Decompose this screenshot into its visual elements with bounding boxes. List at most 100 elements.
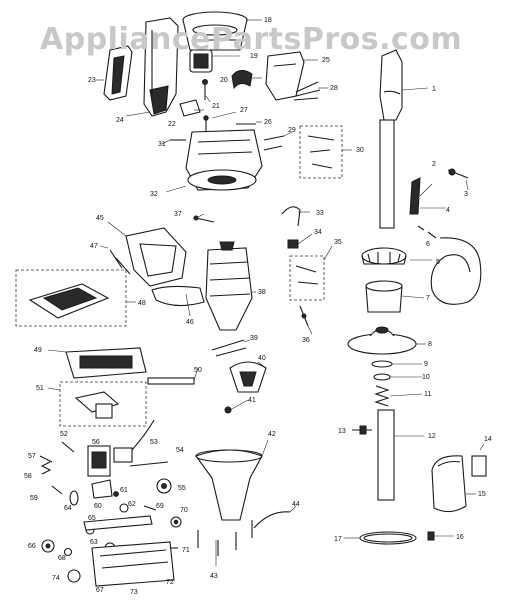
part-17-belt[interactable] <box>359 531 417 545</box>
part-21-screw[interactable] <box>202 79 208 101</box>
part-36-terminal[interactable] <box>299 305 309 327</box>
part-39-wires[interactable] <box>211 339 247 357</box>
part-55-wheel[interactable] <box>156 478 172 494</box>
part-61-screw[interactable] <box>113 491 119 497</box>
part-68-washer[interactable] <box>63 547 73 557</box>
part-35-switch-panel[interactable] <box>289 255 325 301</box>
callout-60: 60 <box>94 503 102 510</box>
part-12-lower-tube[interactable] <box>377 409 395 501</box>
part-28-screws[interactable] <box>293 81 321 101</box>
callout-3: 3 <box>464 191 468 198</box>
callout-46: 46 <box>186 319 194 326</box>
part-41-nut[interactable] <box>224 406 232 414</box>
callout-38: 38 <box>258 289 266 296</box>
part-48-brush-plate[interactable] <box>15 269 127 327</box>
callout-14: 14 <box>484 436 492 443</box>
part-53-switch[interactable] <box>113 419 155 463</box>
part-9-washer[interactable] <box>371 360 393 368</box>
part-32-fan-housing[interactable] <box>185 129 263 191</box>
part-1-handle-grip[interactable] <box>379 49 403 121</box>
part-27-pin[interactable] <box>203 115 209 132</box>
callout-72: 72 <box>166 579 174 586</box>
part-20-clip[interactable] <box>231 70 253 90</box>
callout-12: 12 <box>428 433 436 440</box>
callout-48: 48 <box>138 300 146 307</box>
callout-24: 24 <box>116 117 124 124</box>
part-24-handle-body[interactable] <box>143 17 179 117</box>
part-30-switch-bracket[interactable] <box>299 125 343 179</box>
part-19-filter[interactable] <box>189 49 213 73</box>
part-11-spring[interactable] <box>374 385 390 407</box>
callout-10: 10 <box>422 374 430 381</box>
callout-23: 23 <box>88 77 96 84</box>
callout-8: 8 <box>428 341 432 348</box>
part-38-motor[interactable] <box>205 241 253 331</box>
part-34-connector[interactable] <box>287 239 299 249</box>
callout-51: 51 <box>36 385 44 392</box>
part-23-cover[interactable] <box>103 45 133 101</box>
part-14-label[interactable] <box>471 455 487 477</box>
part-7-filter-cup[interactable] <box>365 280 403 313</box>
part-10-ring[interactable] <box>373 373 391 381</box>
part-13-screw[interactable] <box>352 425 372 435</box>
callout-65: 65 <box>88 515 96 522</box>
part-65-brushroll[interactable] <box>83 515 153 531</box>
part-66-end-cap[interactable] <box>41 539 55 553</box>
part-8-base-cone[interactable] <box>347 326 417 355</box>
part-69-screw[interactable] <box>143 505 157 511</box>
part-54-axle[interactable] <box>129 461 169 467</box>
part-22-latch[interactable] <box>179 99 201 117</box>
part-33-switch-lever[interactable] <box>281 206 301 227</box>
part-18-cyclone-cap[interactable] <box>182 11 248 51</box>
callout-13: 13 <box>338 428 346 435</box>
part-60-lever[interactable] <box>91 479 113 499</box>
part-42-nozzle-neck[interactable] <box>195 449 263 521</box>
part-5-cord-reel[interactable] <box>361 247 407 265</box>
part-50-rod[interactable] <box>147 377 195 385</box>
callout-33: 33 <box>316 210 324 217</box>
part-2-cord-hook[interactable] <box>409 177 421 215</box>
part-47-screws[interactable] <box>109 249 131 275</box>
part-43-screws[interactable] <box>197 520 253 556</box>
callout-16: 16 <box>456 534 464 541</box>
callout-19: 19 <box>250 53 258 60</box>
part-1-upper-tube[interactable] <box>379 119 395 229</box>
part-44-hose-elbow[interactable] <box>253 511 291 529</box>
part-25-bracket[interactable] <box>265 51 305 101</box>
part-59-pin[interactable] <box>51 485 63 495</box>
callout-17: 17 <box>334 536 342 543</box>
part-58-spring[interactable] <box>40 461 52 475</box>
part-16-clip[interactable] <box>427 531 435 541</box>
callout-32: 32 <box>150 191 158 198</box>
part-56-housing[interactable] <box>87 445 111 477</box>
callout-28: 28 <box>330 85 338 92</box>
callout-36: 36 <box>302 337 310 344</box>
part-70-gear[interactable] <box>170 516 182 528</box>
part-62-bushing[interactable] <box>119 503 129 513</box>
part-15-dirt-cup[interactable] <box>431 455 467 513</box>
callout-50: 50 <box>194 367 202 374</box>
callout-26: 26 <box>264 119 272 126</box>
callout-4: 4 <box>446 207 450 214</box>
part-29-contacts[interactable] <box>263 135 285 151</box>
part-73-bottom-plate[interactable] <box>91 541 175 587</box>
part-57-clip[interactable] <box>39 455 53 463</box>
part-3-screw[interactable] <box>447 168 469 179</box>
callout-1: 1 <box>432 86 436 93</box>
callout-61: 61 <box>120 487 128 494</box>
part-40-fan[interactable] <box>229 361 267 393</box>
part-49-brushroll-cover[interactable] <box>65 347 147 379</box>
part-45-hood[interactable] <box>125 227 187 287</box>
callout-58: 58 <box>24 473 32 480</box>
part-51-brush-assembly[interactable] <box>59 381 147 427</box>
part-6-power-cord[interactable] <box>417 225 482 305</box>
callout-34: 34 <box>314 229 322 236</box>
callout-43: 43 <box>210 573 218 580</box>
part-64-end-cap[interactable] <box>69 490 79 506</box>
part-46-bumper[interactable] <box>151 285 205 307</box>
callout-27: 27 <box>240 107 248 114</box>
part-74-wheel[interactable] <box>67 569 81 583</box>
part-52-wire[interactable] <box>61 441 75 453</box>
part-37-screw[interactable] <box>193 215 215 223</box>
